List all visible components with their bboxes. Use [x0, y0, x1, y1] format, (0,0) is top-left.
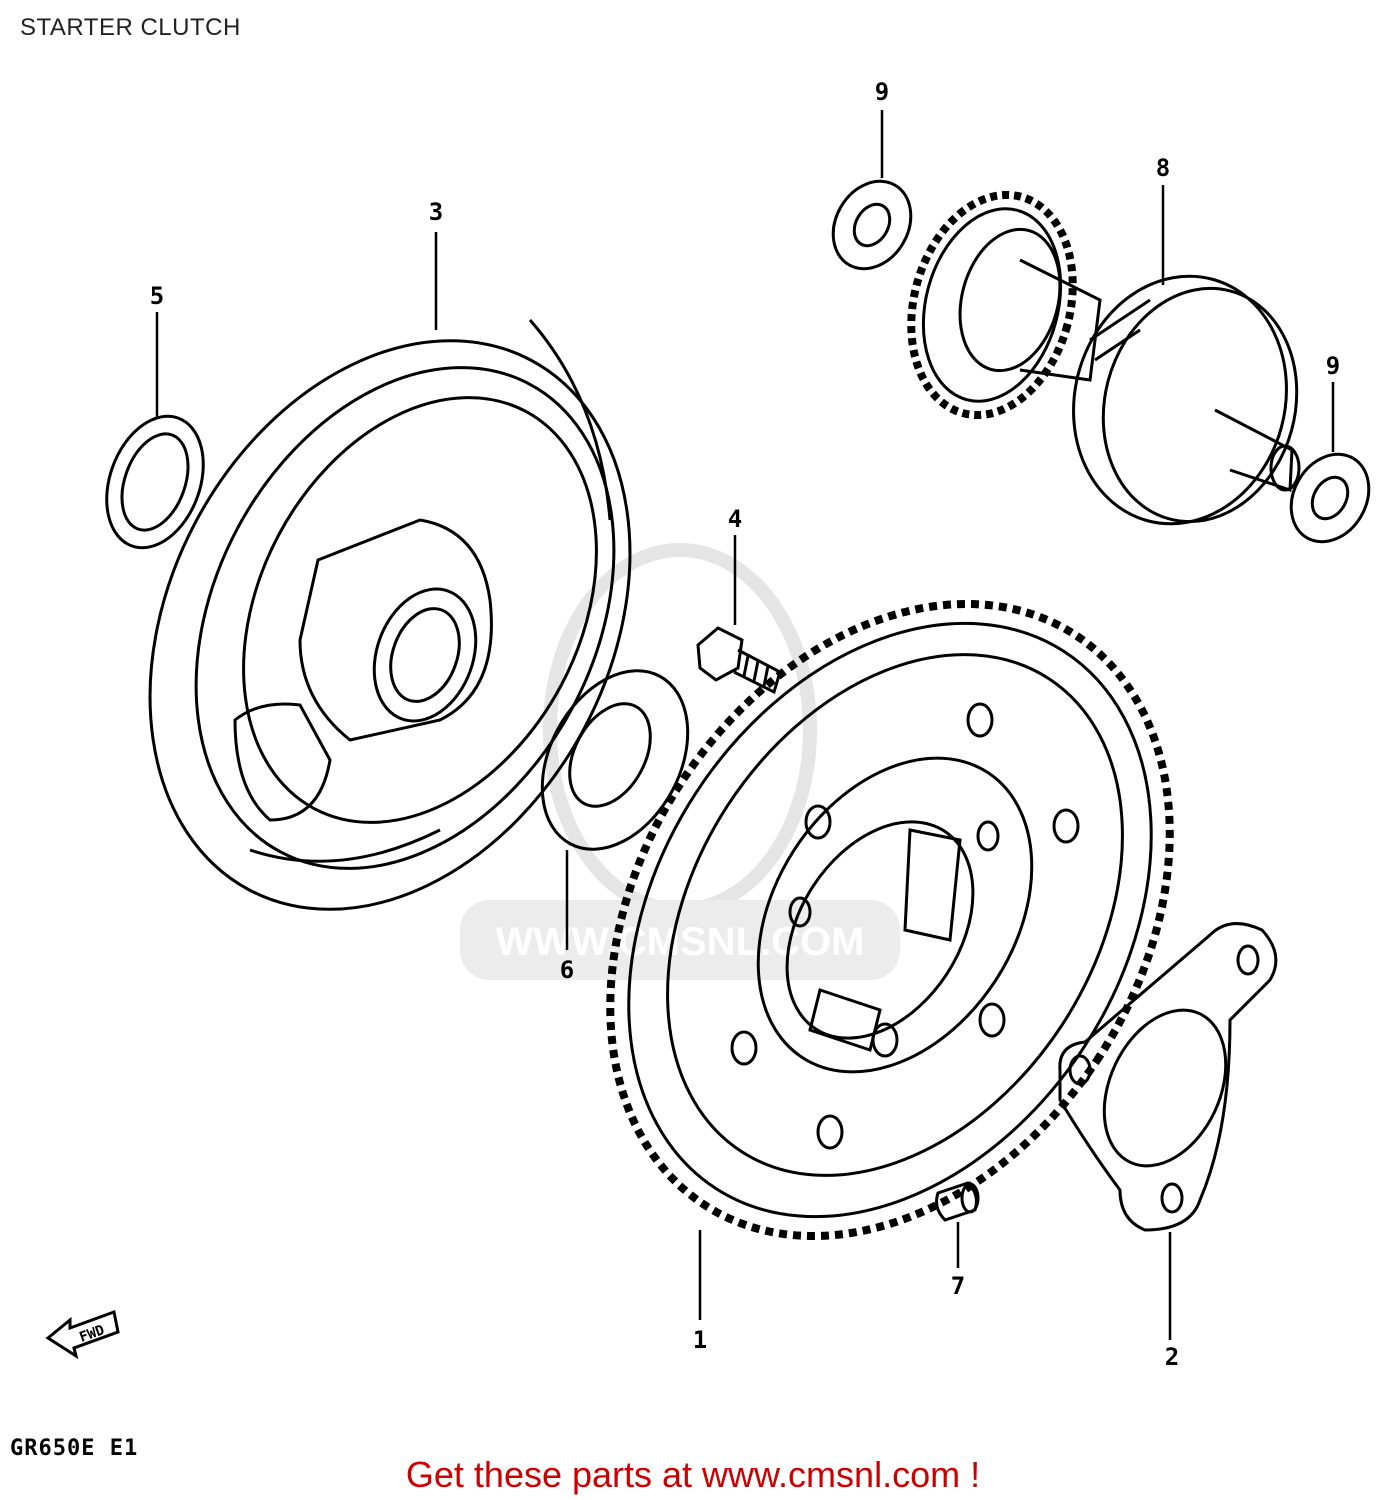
part-4-bolt[interactable]: [696, 626, 782, 695]
part-3-clutch-housing[interactable]: [55, 257, 725, 993]
callout-1: 1: [693, 1326, 707, 1354]
callout-7: 7: [951, 1272, 965, 1300]
watermark-text: WWW.CMSNL.COM: [496, 920, 865, 964]
leader-lines: [155, 110, 1335, 1340]
fwd-label: FWD: [77, 1322, 106, 1346]
part-6-shim[interactable]: [513, 646, 717, 875]
callout-9-upper: 9: [875, 78, 889, 106]
watermark: WWW.CMSNL.COM: [460, 543, 900, 980]
fwd-arrow-icon: FWD: [45, 1309, 120, 1360]
part-8-idle-gear[interactable]: [888, 177, 1323, 548]
callout-9-lower: 9: [1326, 352, 1340, 380]
part-7-pin[interactable]: [935, 1181, 980, 1222]
callout-3: 3: [429, 198, 443, 226]
part-2-plate[interactable]: [1058, 922, 1278, 1232]
callout-8: 8: [1156, 154, 1170, 182]
parts-diagram: WWW.CMSNL.COM: [45, 78, 1384, 1371]
callout-5: 5: [150, 282, 164, 310]
callout-4: 4: [728, 505, 742, 533]
cta-link[interactable]: Get these parts at www.cmsnl.com !: [405, 1454, 981, 1495]
diagram-title: STARTER CLUTCH: [20, 14, 241, 41]
callout-6: 6: [560, 956, 574, 984]
callout-2: 2: [1165, 1343, 1179, 1371]
part-1-driven-gear[interactable]: [495, 499, 1285, 1342]
model-code: GR650E E1: [10, 1436, 139, 1461]
part-9-washer-upper[interactable]: [818, 167, 926, 283]
part-5-washer[interactable]: [89, 403, 220, 562]
part-9-washer-lower[interactable]: [1276, 440, 1384, 556]
